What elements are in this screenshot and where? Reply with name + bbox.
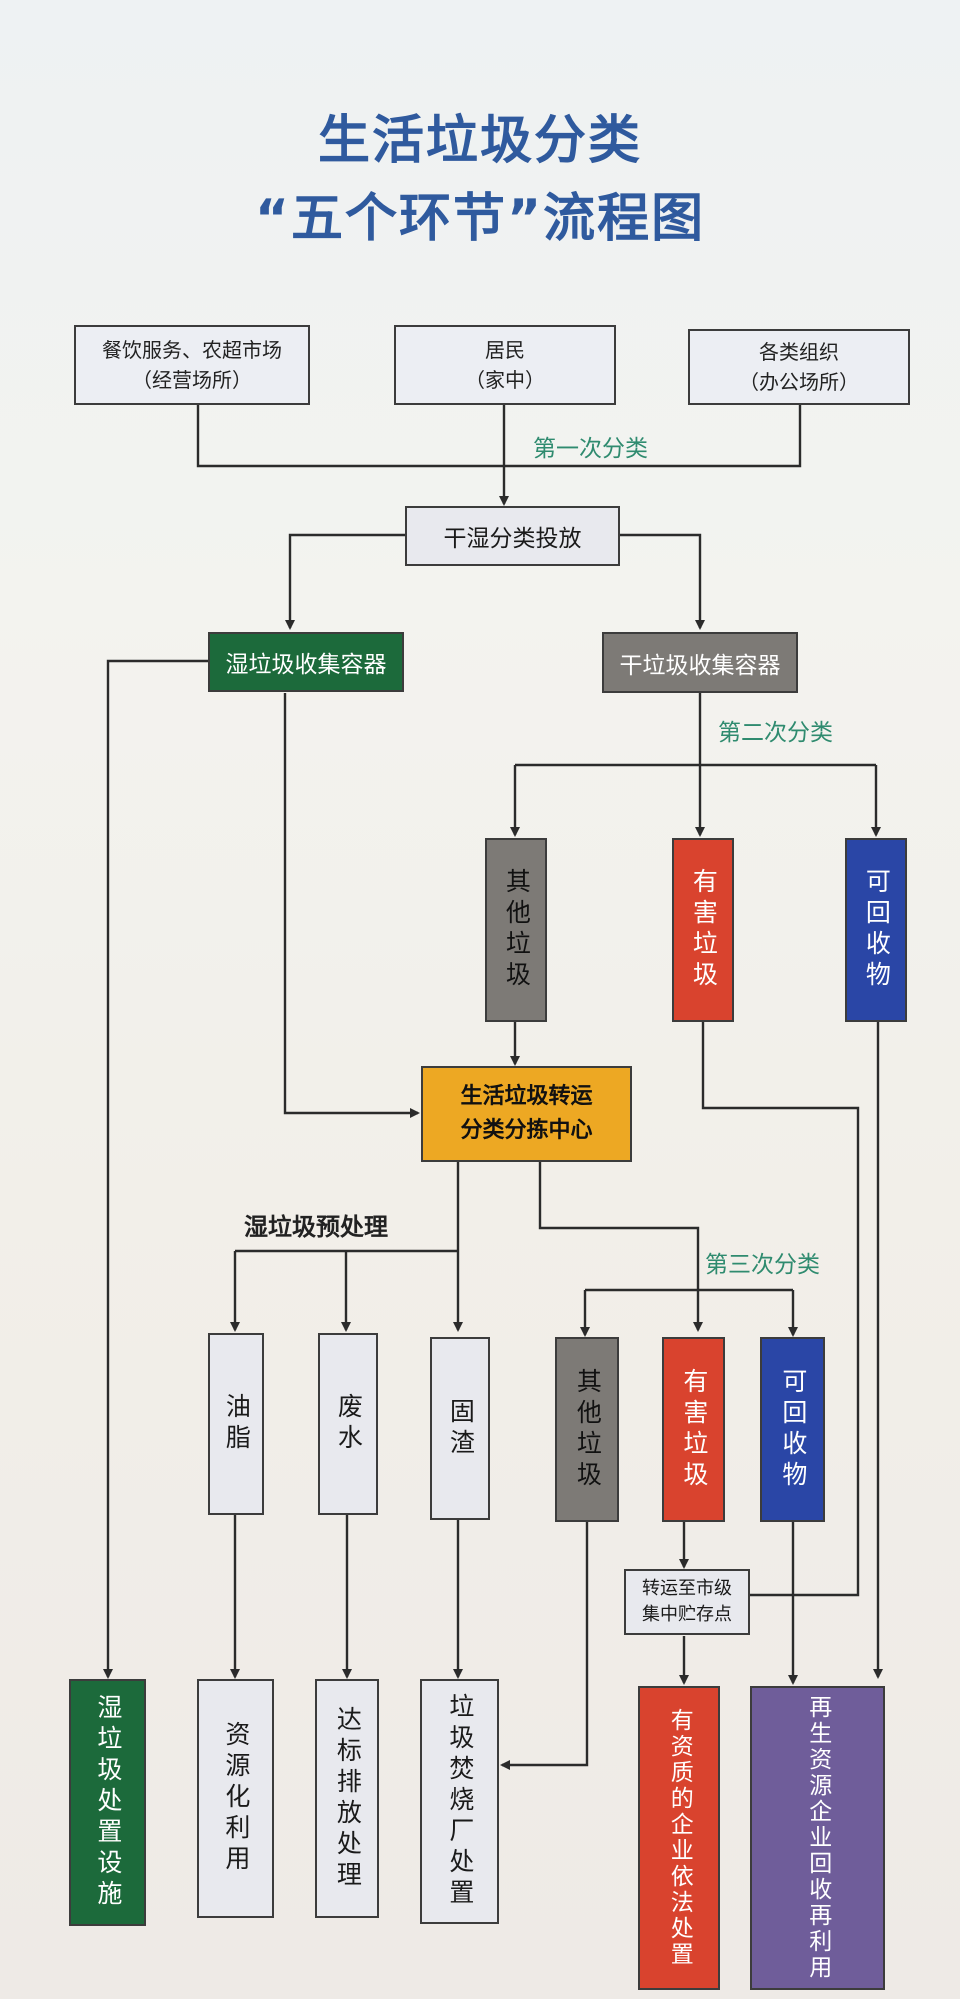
third-hazardous-waste: 有害垃圾 — [662, 1337, 725, 1522]
wet-output-oil: 油脂 — [208, 1333, 264, 1515]
final-resource-utilization: 资源化利用 — [197, 1679, 274, 1918]
third-recyclables: 可回收物 — [760, 1337, 825, 1522]
poster-subtitle: “五个环节”流程图 — [254, 189, 706, 249]
final-wet-disposal-facility: 湿垃圾处置设施 — [69, 1679, 146, 1926]
source-restaurants-markets: 餐饮服务、农超市场（经营场所） — [74, 325, 310, 405]
source-organizations: 各类组织（办公场所） — [688, 329, 910, 405]
final-compliant-discharge: 达标排放处理 — [315, 1679, 379, 1918]
wet-pretreatment-label: 湿垃圾预处理 — [244, 1213, 388, 1241]
wet-output-residue: 固渣 — [430, 1337, 490, 1520]
stage-first-sort: 第一次分类 — [533, 436, 648, 462]
dry-waste-container: 干垃圾收集容器 — [602, 632, 798, 693]
second-recyclables: 可回收物 — [845, 838, 907, 1022]
second-other-waste: 其他垃圾 — [485, 838, 547, 1022]
source-residents: 居民（家中） — [394, 325, 616, 405]
transfer-sorting-center: 生活垃圾转运分类分拣中心 — [421, 1066, 632, 1162]
final-qualified-enterprise: 有资质的企业依法处置 — [638, 1686, 720, 1990]
stage-second-sort: 第二次分类 — [718, 720, 833, 746]
municipal-storage-point: 转运至市级集中贮存点 — [624, 1569, 750, 1635]
stage-third-sort: 第三次分类 — [705, 1252, 820, 1278]
poster-title: 生活垃圾分类 — [317, 111, 642, 171]
wet-waste-container: 湿垃圾收集容器 — [208, 632, 404, 692]
third-other-waste: 其他垃圾 — [555, 1337, 619, 1522]
second-hazardous-waste: 有害垃圾 — [672, 838, 734, 1022]
dry-wet-dispose-box: 干湿分类投放 — [405, 506, 620, 566]
wet-output-wastewater: 废水 — [318, 1333, 378, 1515]
final-recycling-enterprise: 再生资源企业回收再利用 — [750, 1686, 885, 1990]
final-incineration-plant: 垃圾焚烧厂处置 — [420, 1679, 499, 1924]
